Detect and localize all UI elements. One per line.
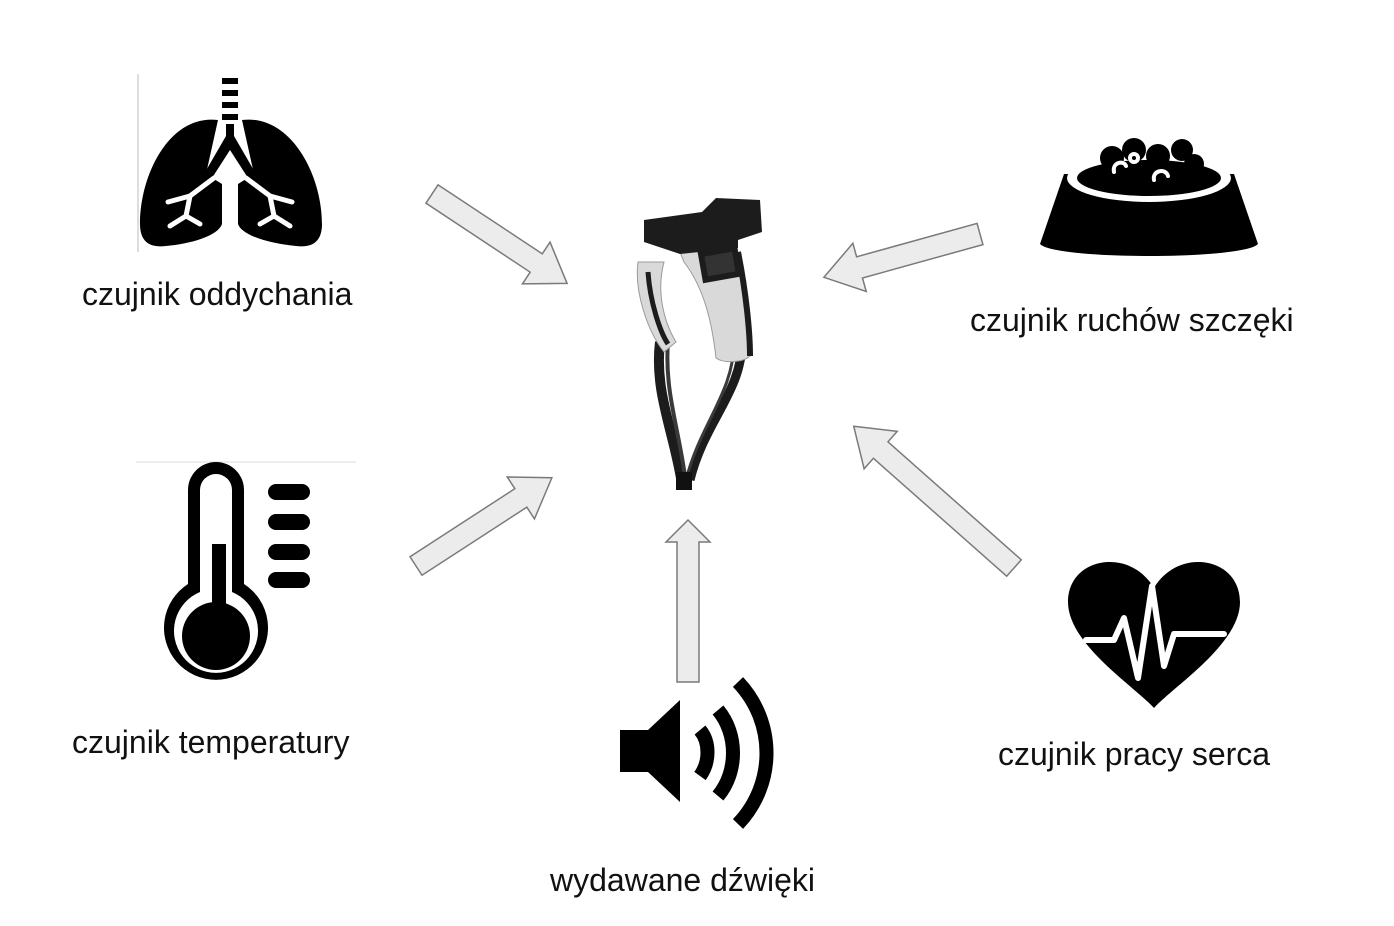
sound-label: wydawane dźwięki — [550, 862, 816, 898]
thermometer-icon — [136, 461, 356, 680]
heart-sensor-label: czujnik pracy serca — [998, 736, 1271, 772]
jaw-sensor-label: czujnik ruchów szczęki — [970, 302, 1294, 338]
arrow-heart-to-device — [852, 425, 1023, 578]
arrow-jaw-to-device — [822, 222, 984, 293]
breathing-sensor-label: czujnik oddychania — [82, 276, 353, 312]
arrow-temperature-to-device — [408, 476, 553, 577]
speaker-icon — [620, 677, 774, 829]
heart-pulse-icon — [1068, 562, 1240, 708]
arrow-sound-to-device — [664, 518, 712, 683]
temperature-sensor-label: czujnik temperatury — [72, 724, 350, 760]
collar-device-image — [636, 198, 762, 490]
food-bowl-icon — [1040, 138, 1258, 256]
lungs-icon — [137, 74, 322, 252]
arrow-breathing-to-device — [424, 183, 569, 285]
